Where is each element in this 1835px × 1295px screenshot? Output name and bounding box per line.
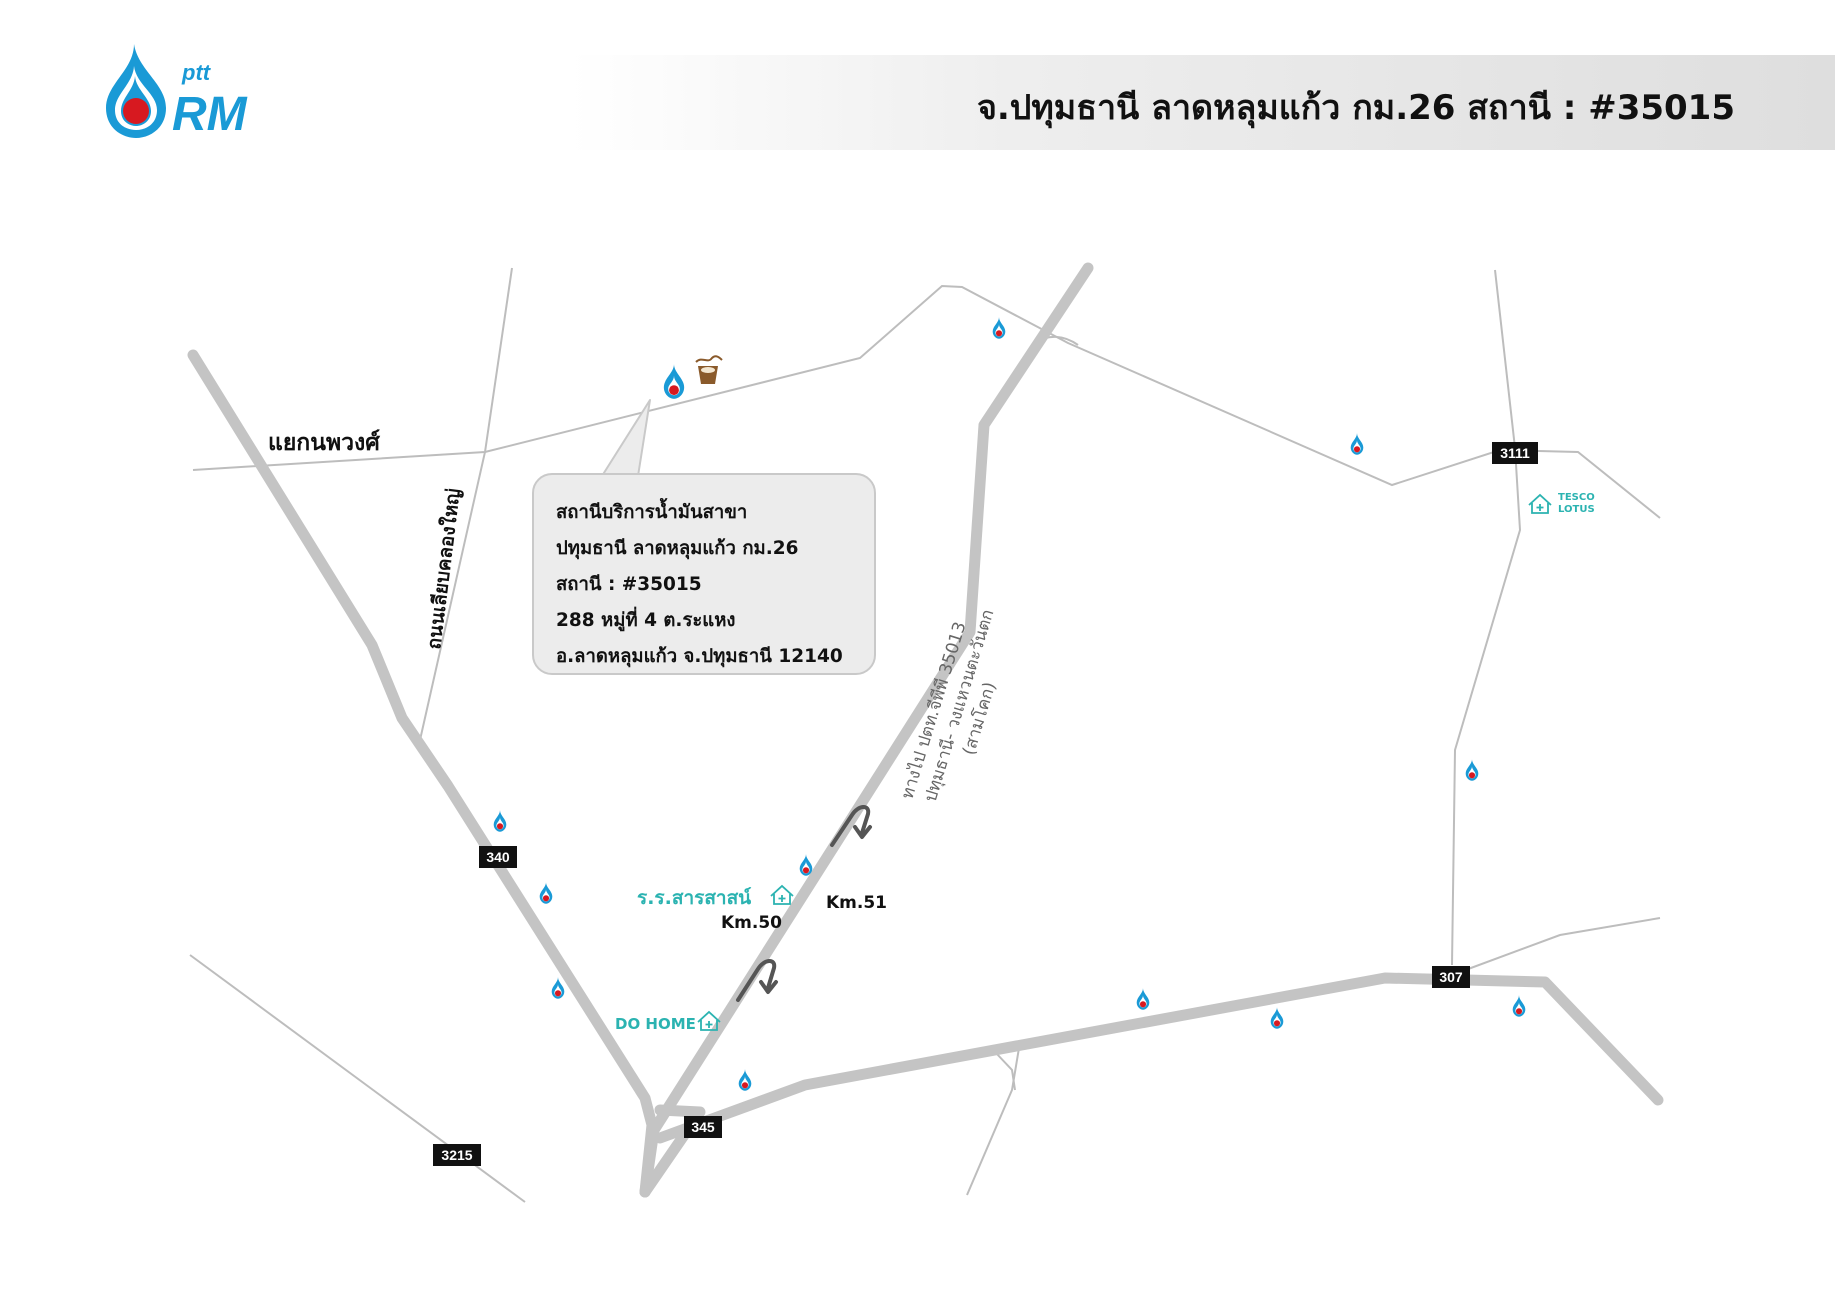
road-khlong-yai (419, 267, 513, 741)
ptt-station-icon (1512, 995, 1526, 1017)
house-plus-icon (770, 885, 794, 905)
u-turn-arrow-icon (736, 959, 778, 1002)
ptt-station-icon (738, 1069, 752, 1091)
ptt-station-icon (493, 810, 507, 832)
u-turn-arrow-icon (830, 805, 872, 847)
ptt-logo-icon (106, 44, 166, 138)
route-marker-340: 340 (479, 846, 517, 868)
road-345 (639, 262, 1094, 1198)
callout-line: 288 หมู่ที่ 4 ต.ระแหง (556, 610, 736, 631)
route-number: 3215 (441, 1147, 472, 1163)
logo-ptt-text: ptt (181, 60, 212, 85)
cafe-amazon-icon (695, 355, 723, 384)
ptt-station-icon (551, 977, 565, 999)
ptt-rm-logo: ptt RM (106, 44, 248, 140)
ptt-station-icon (799, 854, 813, 876)
km51-label: Km.51 (826, 893, 887, 913)
road-northwest (192, 284, 1661, 519)
road-307 (654, 972, 1664, 1144)
callout-line: สถานี : #35015 (556, 574, 702, 595)
ptt-station-icon-main (663, 364, 685, 399)
tesco-label-line-1: TESCO (1558, 492, 1595, 503)
route-marker-3111: 3111 (1492, 442, 1538, 464)
logo-rm-text: RM (172, 88, 248, 140)
callout-line: สถานีบริการน้ำมันสาขา (556, 502, 748, 523)
ptt-station-icon (1270, 1007, 1284, 1029)
route-number: 3111 (1500, 445, 1530, 461)
callout-pointer (601, 399, 651, 477)
route-marker-307: 307 (1432, 966, 1470, 988)
route-number: 340 (486, 849, 510, 865)
station-info-callout: สถานีบริการน้ำมันสาขา ปทุมธานี ลาดหลุมแก… (532, 473, 876, 675)
road-3111 (1451, 269, 1522, 966)
ptt-station-icon (992, 317, 1006, 339)
route-number: 345 (691, 1119, 715, 1135)
ptt-station-icon (1350, 433, 1364, 455)
house-plus-icon (697, 1011, 721, 1031)
page-title: จ.ปทุมธานี ลาดหลุมแก้ว กม.26 สถานี : #35… (976, 88, 1735, 128)
callout-line: อ.ลาดหลุมแก้ว จ.ปทุมธานี 12140 (556, 646, 843, 667)
road-345-spur (639, 1104, 706, 1198)
junction-label: แยกนพวงศ์ (268, 429, 380, 456)
callout-line: ปทุมธานี ลาดหลุมแก้ว กม.26 (556, 538, 799, 559)
road-south-fork (995, 1052, 1016, 1091)
km50-label: Km.50 (721, 913, 782, 933)
major-roads (187, 262, 1664, 1198)
ptt-station-icon (1465, 759, 1479, 781)
ptt-station-icon (1136, 988, 1150, 1010)
house-plus-icon (1528, 494, 1552, 514)
school-label: ร.ร.สารสาสน์ (637, 887, 751, 909)
header-bar (570, 55, 1835, 150)
route-marker-3215: 3215 (433, 1144, 481, 1166)
tesco-label-line-2: LOTUS (1558, 504, 1595, 515)
ptt-station-icon (539, 882, 553, 904)
road-south-spur (966, 1041, 1021, 1196)
do-home-label: DO HOME (615, 1015, 696, 1033)
route-marker-345: 345 (684, 1116, 722, 1138)
route-number: 307 (1439, 969, 1463, 985)
road-east-spur (1451, 917, 1661, 976)
direction-label: ทางไป ปตท.จีพีพี 35013 ปทุมธานี- วงแหวนต… (897, 607, 1001, 804)
